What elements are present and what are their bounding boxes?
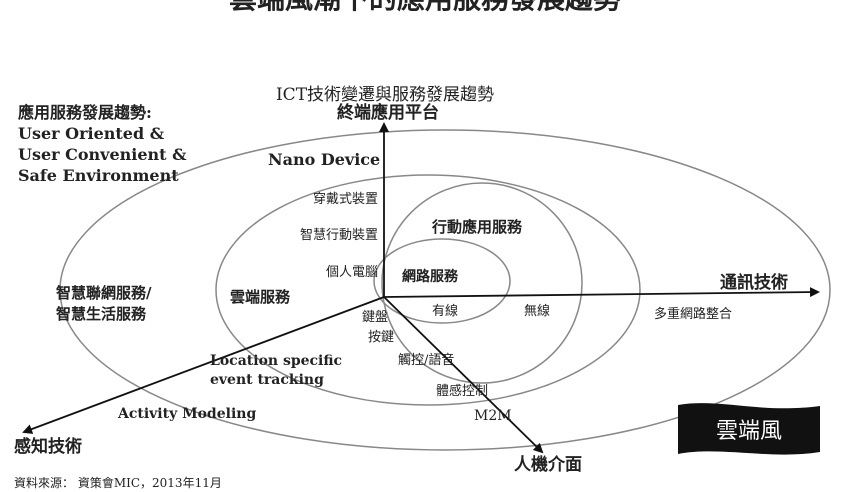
label-activity: Activity Modeling — [117, 406, 256, 422]
label-wearable: 穿戴式裝置 — [313, 191, 378, 207]
label-keyboard: 鍵盤 — [362, 309, 388, 325]
trend-line-2: User Convenient & — [18, 145, 187, 164]
label-motion: 體感控制 — [436, 383, 488, 399]
label-multi-net: 多重網路整合 — [654, 306, 732, 322]
trend-heading: 應用服務發展趨勢: — [18, 103, 152, 122]
label-mobile-app: 行動應用服務 — [431, 218, 523, 236]
mobile-app-circle — [381, 182, 583, 384]
net-service-ellipse — [373, 238, 511, 324]
label-wired: 有線 — [432, 303, 458, 319]
trend-line-1: User Oriented & — [18, 124, 165, 143]
label-m2m: M2M — [474, 408, 512, 424]
axis-lower-left — [22, 296, 385, 434]
label-nano: Nano Device — [268, 150, 380, 169]
trend-line-3: Safe Environment — [18, 166, 179, 185]
label-smart-net-1: 智慧聯網服務/ — [56, 284, 152, 302]
top-label: ICT技術變遷與服務發展趨勢 — [276, 85, 494, 105]
banner-text: 雲端風 — [716, 419, 782, 444]
source-note: 資料來源： 資策會MIC，2013年11月 — [14, 476, 222, 490]
label-smart-mobile: 智慧行動裝置 — [300, 227, 378, 243]
axis-up-label: 終端應用平台 — [337, 102, 439, 123]
label-wireless: 無線 — [524, 303, 550, 319]
outer-ellipse — [59, 129, 831, 451]
label-location-1: Location specific — [210, 353, 342, 369]
cloud-wind-banner: 雲端風 — [678, 403, 820, 455]
label-touch: 觸控/語音 — [398, 352, 454, 368]
label-cloud-service: 雲端服務 — [230, 288, 291, 306]
label-smart-net-2: 智慧生活服務 — [56, 305, 147, 323]
axis-lower-right — [383, 296, 544, 454]
axis-right — [383, 287, 820, 298]
label-net-service: 網路服務 — [402, 268, 459, 285]
label-location-2: event tracking — [210, 372, 324, 388]
axis-lower-left-label: 感知技術 — [14, 436, 82, 457]
label-button: 按鍵 — [368, 329, 394, 345]
axis-right-label: 通訊技術 — [720, 272, 788, 293]
label-pc: 個人電腦 — [326, 265, 378, 280]
axis-lower-right-label: 人機介面 — [514, 454, 582, 475]
middle-ellipse — [215, 174, 641, 406]
page-title: 雲端風潮下的應用服務發展趨勢 — [229, 0, 621, 15]
